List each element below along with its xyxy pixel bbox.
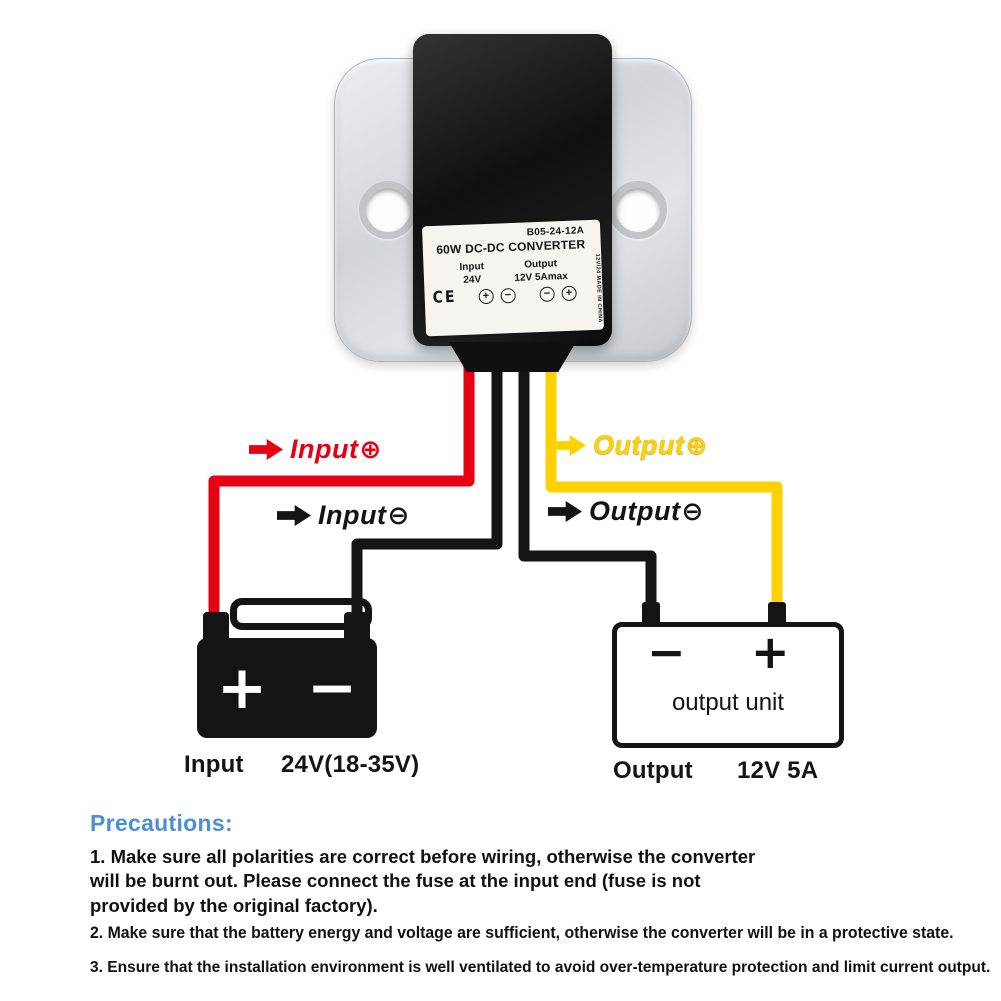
precaution-item-1: 1. Make sure all polarities are correct … xyxy=(90,846,756,916)
precaution-item-2: 2. Make sure that the battery energy and… xyxy=(90,924,954,942)
terminal-screw-input-plus-icon: + xyxy=(478,288,494,304)
battery-plus-sign: + xyxy=(216,653,268,723)
wire-exit-boot xyxy=(449,342,576,372)
label-input-positive-text: Input xyxy=(290,434,359,464)
label-output-negative: Output⊖ xyxy=(548,496,704,527)
certification-terminal-row: CE + − − + xyxy=(432,284,592,308)
spec-input-label: Input xyxy=(459,261,485,274)
wire-output-positive xyxy=(545,356,783,632)
arrow-right-icon xyxy=(249,438,283,461)
spec-input-column: Input 24V xyxy=(459,260,484,287)
circled-plus-icon: ⊕ xyxy=(685,431,708,461)
wire-input-positive xyxy=(208,356,475,648)
precaution-item-3: 3. Ensure that the installation environm… xyxy=(90,959,991,976)
output-unit-terminal-negative-icon xyxy=(642,602,660,626)
spec-output-column: Output 12V 5Amax xyxy=(514,257,568,285)
spec-output-value: 12V 5Amax xyxy=(514,270,569,284)
label-side-text: 12V/24 MADE IN CHINA xyxy=(594,253,603,323)
output-unit-terminal-positive-icon xyxy=(768,602,786,626)
battery-caption-value: 24V(18-35V) xyxy=(281,751,420,778)
battery-icon: + − xyxy=(197,638,377,738)
arrow-right-icon xyxy=(548,500,582,523)
arrow-right-icon xyxy=(277,504,311,527)
spec-input-value: 24V xyxy=(463,274,482,286)
output-unit-minus-sign: − xyxy=(647,625,686,679)
label-input-negative-text: Input xyxy=(318,500,387,530)
output-unit-plus-sign: + xyxy=(751,625,790,679)
circled-plus-icon: ⊕ xyxy=(359,435,382,465)
output-unit-name: output unit xyxy=(671,689,785,716)
label-output-negative-text: Output xyxy=(589,496,681,526)
battery-caption-label: Input xyxy=(184,751,244,778)
output-caption-value: 12V 5A xyxy=(737,757,819,784)
output-unit-box: − + output unit xyxy=(612,622,844,748)
circled-minus-icon: ⊖ xyxy=(387,501,410,531)
arrow-right-icon xyxy=(552,434,586,457)
circled-minus-icon: ⊖ xyxy=(681,497,704,527)
mounting-hole-right-icon xyxy=(609,181,667,239)
terminal-screw-output-plus-icon: + xyxy=(561,285,577,301)
wire-input-negative xyxy=(351,356,503,616)
label-output-positive-text: Output xyxy=(593,430,685,460)
spec-table: Input 24V Output 12V 5Amax xyxy=(431,256,592,288)
precautions-title: Precautions: xyxy=(90,810,233,836)
label-output-positive: Output⊕ xyxy=(552,430,708,461)
label-input-negative: Input⊖ xyxy=(277,500,410,531)
battery-minus-sign: − xyxy=(306,653,358,723)
output-caption-label: Output xyxy=(613,757,693,784)
ce-mark-icon: CE xyxy=(432,287,457,308)
device-spec-label: B05-24-12A 60W DC-DC CONVERTER Input 24V… xyxy=(421,219,605,337)
label-input-positive: Input⊕ xyxy=(249,434,382,465)
terminal-screw-output-minus-icon: − xyxy=(539,285,555,302)
wire-output-negative xyxy=(518,356,657,626)
terminal-screw-input-minus-icon: − xyxy=(500,287,516,303)
mounting-hole-left-icon xyxy=(359,181,417,239)
